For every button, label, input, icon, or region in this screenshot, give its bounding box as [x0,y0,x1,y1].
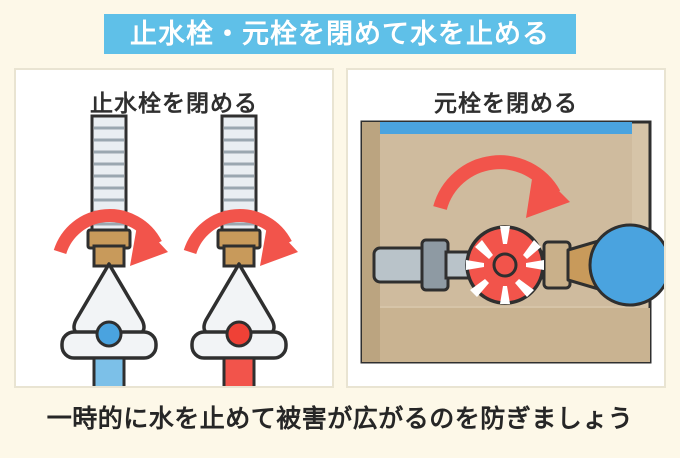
illustration-shutoff-valves [16,70,332,386]
bottom-caption: 一時的に水を止めて被害が広がるのを防ぎましょう [0,396,680,438]
arrow-clockwise-cold [53,209,168,266]
hose-cold [90,114,128,236]
illustration-main-valve [348,70,664,386]
panel-heading-right: 元栓を閉める [434,91,578,117]
page-title: 止水栓・元栓を閉めて水を止める [130,18,550,50]
title-banner: 止水栓・元栓を閉めて水を止める [104,14,576,54]
arrow-clockwise-main [433,155,570,218]
gate-valve-handwheel [465,225,545,305]
pipe-hot [222,356,256,386]
brass-fitting-hot [216,228,262,268]
panel-main-valve: 元栓を閉める [346,68,666,388]
valve-body-cold [60,262,158,360]
pipe-cold [92,356,126,386]
arrow-clockwise-hot [183,209,298,266]
panel-heading-left: 止水栓を閉める [90,91,258,117]
brass-fitting-cold [86,228,132,268]
panel-shutoff-valve: 止水栓を閉める [14,68,334,388]
caption-text: 一時的に水を止めて被害が広がるのを防ぎましょう [46,404,634,433]
valve-body-hot [190,262,288,360]
